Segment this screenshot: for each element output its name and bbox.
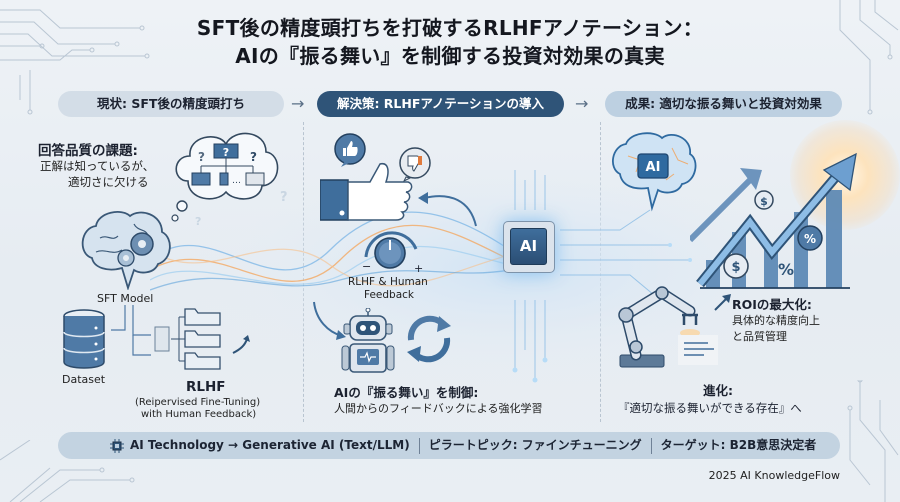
roi-line-1: 具体的な精度向上 — [732, 314, 820, 327]
footer-separator — [418, 437, 420, 454]
rlhf-subtitle-2: with Human Feedback) — [141, 409, 257, 420]
footer-tag-bar: AI Technology → Generative AI (Text/LLM)… — [58, 432, 840, 459]
flow-arrow-icon: → — [575, 94, 589, 113]
brain-chip-label: AI — [646, 160, 661, 175]
svg-text:?: ? — [250, 150, 257, 164]
flow-step-solution: 解決策: RLHFアノテーションの導入 — [317, 91, 564, 117]
evolution-heading: 進化: — [703, 383, 733, 398]
svg-text:%: % — [804, 232, 816, 246]
dial-minus-label: − — [362, 260, 372, 273]
thought-bubble-icon: ? ? ? … — [171, 132, 279, 222]
thumbs-up-hand-icon — [320, 162, 413, 221]
svg-text:?: ? — [223, 146, 229, 159]
robot-icon — [341, 308, 395, 373]
page-title: SFT後の精度頭打ちを打破するRLHFアノテーション： AIの『振る舞い』を制御… — [0, 14, 900, 70]
footer-pillar-topic: ピラートピック: ファインチューニング — [428, 438, 642, 452]
feedback-label-1: RLHF & Human — [348, 276, 428, 288]
database-icon — [63, 309, 105, 369]
footer-target: ターゲット: B2B意思決定者 — [660, 438, 817, 452]
rlhf-title: RLHF — [186, 379, 226, 395]
brain-gears-icon — [81, 211, 171, 290]
credit-text: 2025 AI KnowledgeFlow — [708, 469, 840, 482]
feedback-dial-icon — [364, 231, 418, 269]
circuit-decoration-bottom-right — [847, 380, 899, 502]
thumbs-down-bubble-icon — [399, 147, 431, 182]
svg-text:?: ? — [198, 150, 205, 164]
roi-growth-chart-icon: $ $ % % — [690, 152, 857, 289]
footer-tech-path: AI Technology → Generative AI (Text/LLM) — [130, 438, 410, 452]
issue-line-1: 正解は知っているが、 — [40, 159, 155, 173]
curved-arrow-icon — [313, 301, 346, 340]
footer-separator — [650, 437, 652, 454]
question-mark-icon: ? — [280, 190, 288, 205]
evolution-subtitle: 『適切な振る舞いができる存在』へ — [618, 401, 802, 415]
svg-text:$: $ — [760, 195, 768, 208]
svg-text:…: … — [232, 176, 241, 186]
robot-arm-icon — [618, 286, 718, 368]
roi-heading: ROIの最大化: — [732, 297, 812, 312]
svg-text:%: % — [778, 260, 794, 279]
ai-chip: AI — [503, 221, 555, 273]
behavior-control-subtitle: 人間からのフィードバックによる強化学習 — [334, 402, 543, 415]
circuit-decoration-top-left — [0, 9, 150, 115]
thumbs-up-bubble-icon — [334, 133, 366, 167]
feedback-arrow-icon — [418, 192, 477, 227]
dial-plus-label: + — [414, 262, 424, 275]
title-line-2: AIの『振る舞い』を制御する投資対効果の真実 — [235, 44, 665, 68]
data-flow-waves — [150, 170, 750, 390]
sft-model-label: SFT Model — [97, 292, 154, 305]
flow-step-current-state: 現状: SFT後の精度頭打ち — [58, 91, 284, 117]
question-mark-icon: ? — [195, 215, 202, 228]
dataset-to-rlhf-connectors — [111, 305, 250, 370]
roi-line-2: と品質管理 — [732, 330, 787, 343]
circuit-decoration-top-right — [839, 0, 899, 115]
refresh-cycle-icon — [407, 315, 451, 363]
chip-icon — [110, 438, 124, 453]
flow-arrow-icon: → — [291, 94, 305, 113]
feedback-label-2: Feedback — [364, 289, 415, 301]
rlhf-subtitle-1: (Reipervised Fine-Tuning) — [135, 397, 261, 408]
flow-step-outcome: 成果: 適切な振る舞いと投資対効果 — [605, 91, 842, 117]
issue-line-2: 適切さに欠ける — [68, 175, 149, 189]
title-line-1: SFT後の精度頭打ちを打破するRLHFアノテーション： — [196, 16, 704, 40]
small-up-arrow-icon — [714, 294, 731, 311]
dataset-label: Dataset — [62, 373, 106, 386]
issue-heading: 回答品質の課題: — [38, 143, 138, 159]
svg-text:$: $ — [731, 260, 740, 275]
behavior-control-heading: AIの『振る舞い』を制御: — [334, 385, 479, 400]
circuit-decoration-bottom-left — [0, 440, 135, 502]
ai-chip-label: AI — [510, 228, 547, 265]
ai-brain-icon: AI — [612, 132, 697, 212]
